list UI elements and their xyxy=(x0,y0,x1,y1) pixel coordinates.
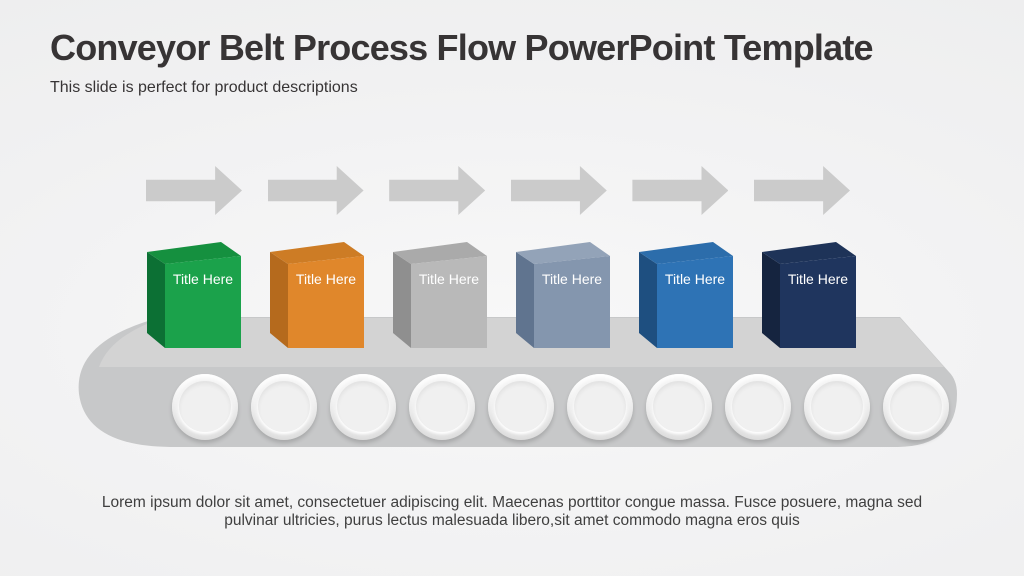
roller-icon xyxy=(804,374,870,440)
step-label: Title Here xyxy=(665,271,725,287)
roller-inner-ring xyxy=(495,380,547,433)
step-label: Title Here xyxy=(296,271,356,287)
cube-front-face xyxy=(657,256,733,348)
step-label: Title Here xyxy=(542,271,602,287)
cube-side-face xyxy=(762,252,780,348)
roller-icon xyxy=(251,374,317,440)
process-step-cube: Title Here xyxy=(639,242,733,348)
page-title: Conveyor Belt Process Flow PowerPoint Te… xyxy=(50,27,874,68)
roller-inner-ring xyxy=(574,380,626,433)
roller-inner-ring xyxy=(653,380,705,433)
roller-icon xyxy=(409,374,475,440)
cube-front-face xyxy=(780,256,856,348)
description-line: pulvinar ultricies, purus lectus malesua… xyxy=(224,512,800,529)
roller-inner-ring xyxy=(416,380,468,433)
cube-side-face xyxy=(270,252,288,348)
page-subtitle: This slide is perfect for product descri… xyxy=(50,79,358,96)
process-step-cube: Title Here xyxy=(762,242,856,348)
roller-icon xyxy=(883,374,949,440)
roller-inner-ring xyxy=(337,380,389,433)
roller-inner-ring xyxy=(179,380,231,433)
roller-inner-ring xyxy=(732,380,784,433)
roller-icon xyxy=(172,374,238,440)
cube-top-face xyxy=(762,242,856,264)
roller-icon xyxy=(646,374,712,440)
roller-icon xyxy=(488,374,554,440)
cube-front-face xyxy=(411,256,487,348)
roller-inner-ring xyxy=(811,380,863,433)
roller-inner-ring xyxy=(890,380,942,433)
step-label: Title Here xyxy=(419,271,479,287)
description-line: Lorem ipsum dolor sit amet, consectetuer… xyxy=(101,494,923,511)
roller-icon xyxy=(725,374,791,440)
roller-inner-ring xyxy=(258,380,310,433)
roller-icon xyxy=(330,374,396,440)
cube-top-face xyxy=(516,242,610,264)
cube-side-face xyxy=(516,252,534,348)
cube-top-face xyxy=(393,242,487,264)
cube-side-face xyxy=(147,252,165,348)
cube-front-face xyxy=(288,256,364,348)
step-label: Title Here xyxy=(788,271,848,287)
cube-side-face xyxy=(393,252,411,348)
description-text: Lorem ipsum dolor sit amet, consectetuer… xyxy=(0,494,1024,530)
process-step-cube: Title Here xyxy=(516,242,610,348)
cube-side-face xyxy=(639,252,657,348)
process-step-cube: Title Here xyxy=(147,242,241,348)
process-step-cube: Title Here xyxy=(393,242,487,348)
cube-front-face xyxy=(165,256,241,348)
cube-top-face xyxy=(270,242,364,264)
cube-front-face xyxy=(534,256,610,348)
roller-icon xyxy=(567,374,633,440)
process-step-cube: Title Here xyxy=(270,242,364,348)
cube-top-face xyxy=(639,242,733,264)
step-label: Title Here xyxy=(173,271,233,287)
cube-top-face xyxy=(147,242,241,264)
